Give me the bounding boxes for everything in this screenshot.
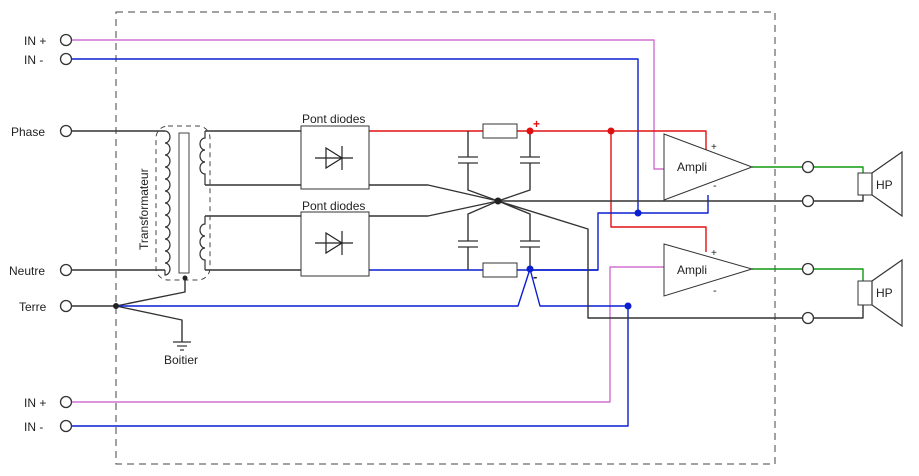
wire-in-minus-bottom	[72, 306, 629, 427]
wire-filter-right	[497, 131, 531, 202]
speaker-bottom-label: HP	[876, 286, 893, 300]
wire-positive-rail	[369, 130, 707, 158]
label-terre: Terre	[19, 300, 47, 314]
speaker-top-label: HP	[876, 178, 893, 192]
wire-in-plus-top	[72, 39, 664, 170]
junction-dot	[494, 197, 502, 205]
transformer-secondary-coil-2	[199, 216, 206, 270]
amp-bottom-body	[663, 243, 754, 297]
wires	[72, 39, 864, 427]
terminal-out-bottom-minus[interactable]	[801, 311, 815, 325]
bridge-top: Pont diodes	[300, 112, 370, 190]
wire-transformer-shield	[115, 278, 186, 307]
wire-filter-left-low	[467, 200, 499, 270]
amp-top-body	[663, 133, 754, 201]
resistor-bottom	[482, 262, 518, 278]
wire-boitier	[115, 305, 183, 342]
speaker-top-coil	[857, 172, 873, 196]
supply-minus-label: -	[533, 269, 537, 284]
wire-out-bottom-hp	[808, 268, 864, 281]
transformer-secondary-coil-1	[199, 131, 206, 185]
terminal-terre[interactable]	[59, 299, 73, 313]
speaker-top: HP	[857, 150, 903, 218]
junction-dot	[634, 209, 642, 217]
enclosure-boundary	[115, 11, 776, 465]
bridge-bottom: Pont diodes	[300, 199, 370, 277]
transformer: Transformateur	[137, 125, 211, 281]
terminal-in-plus-bottom[interactable]	[59, 395, 73, 409]
diode-icon	[315, 231, 353, 255]
boitier-label: Boitier	[164, 353, 198, 367]
label-in-plus-bottom: IN +	[24, 396, 46, 410]
junction-dot	[526, 127, 534, 135]
label-in-minus-bottom: IN -	[24, 420, 43, 434]
terminal-in-minus-top[interactable]	[59, 52, 73, 66]
wire-ground-bus	[116, 268, 628, 307]
wire-hp-return-bottom	[497, 200, 808, 319]
terminal-neutre[interactable]	[59, 263, 73, 277]
amp-top-plus: +	[711, 142, 717, 153]
terminal-out-bottom-plus[interactable]	[801, 262, 815, 276]
wire-in-plus-bottom	[72, 266, 664, 403]
amp-bottom-plus: +	[711, 248, 717, 259]
transformer-label: Transformateur	[137, 168, 151, 250]
transformer-core	[178, 132, 190, 274]
speaker-icon	[871, 258, 903, 328]
wire-out-bottom-hp-ret	[808, 305, 864, 319]
speaker-bottom: HP	[857, 258, 903, 328]
label-in-minus-top: IN -	[24, 53, 43, 67]
terminal-labels: IN + IN - Phase Neutre Terre IN + IN -	[9, 34, 47, 434]
amp-top-label: Ampli	[677, 160, 707, 174]
terminal-phase[interactable]	[59, 124, 73, 138]
bridge-bottom-body	[300, 211, 370, 277]
amp-bottom-label: Ampli	[677, 263, 707, 277]
junction-dot	[526, 265, 534, 273]
junction-dot	[182, 275, 188, 281]
label-phase: Phase	[11, 125, 45, 139]
junction-dot	[113, 303, 119, 309]
wire-filter-right-low	[497, 200, 531, 270]
diode-icon	[315, 146, 353, 170]
junctions	[113, 127, 642, 310]
bridge-bottom-label: Pont diodes	[302, 199, 365, 213]
wire-out-top-hp-ret	[808, 195, 864, 202]
terminal-in-plus-top[interactable]	[59, 33, 73, 47]
transformer-primary-coil	[164, 130, 171, 276]
amp-bottom-minus: -	[713, 285, 717, 297]
wire-negative-rail	[369, 212, 638, 271]
speaker-icon	[871, 150, 903, 218]
chassis-ground-icon	[173, 341, 191, 351]
label-in-plus-top: IN +	[24, 34, 46, 48]
wire-positive-rail-amp2	[610, 131, 707, 252]
label-neutre: Neutre	[9, 264, 45, 278]
amp-bottom: Ampli + -	[663, 243, 754, 297]
terminal-out-top-minus[interactable]	[801, 194, 815, 208]
junction-dot	[624, 302, 632, 310]
junction-dot	[607, 127, 615, 135]
resistor-top	[482, 123, 518, 139]
terminal-out-top-plus[interactable]	[801, 160, 815, 174]
capacitors	[458, 156, 540, 248]
wire-bridge2-tap	[369, 200, 499, 217]
wire-out-top-hp	[808, 166, 864, 173]
bridge-top-label: Pont diodes	[302, 112, 365, 126]
amp-top: Ampli + -	[663, 133, 754, 201]
amp-top-minus: -	[713, 180, 717, 192]
speaker-bottom-coil	[857, 280, 873, 306]
supply-plus-label: +	[533, 117, 540, 131]
terminals	[59, 33, 815, 433]
wire-bridge1-tap	[369, 184, 499, 202]
terminal-in-minus-bottom[interactable]	[59, 419, 73, 433]
wire-filter-left	[467, 131, 499, 202]
